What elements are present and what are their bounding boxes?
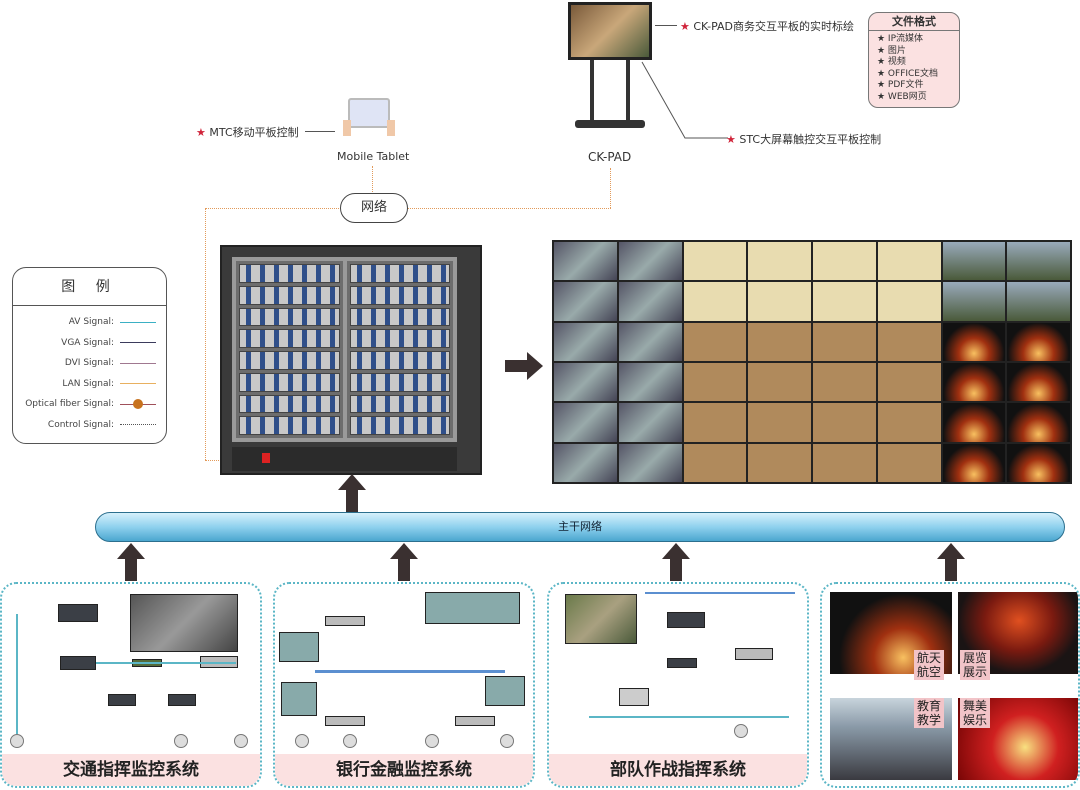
panel-label: 银行金融监控系统 — [275, 754, 533, 786]
video-wall-tile — [942, 322, 1006, 361]
video-wall-tile — [942, 443, 1006, 482]
tag-stage: 舞美 娱乐 — [960, 698, 991, 728]
backbone-network: 主干网络 — [95, 512, 1065, 542]
video-wall-tile — [618, 322, 682, 361]
video-wall-tile — [1007, 242, 1070, 281]
video-wall-tile — [748, 242, 811, 281]
panel-traffic: 交通指挥监控系统 — [0, 582, 262, 788]
video-wall-tile — [1007, 403, 1070, 442]
video-wall-tile — [1007, 282, 1070, 321]
video-wall-tile — [813, 403, 876, 442]
video-wall-tile — [1007, 322, 1070, 361]
video-wall-tile — [813, 242, 876, 281]
video-wall-tile — [813, 443, 876, 482]
video-wall-tile — [813, 322, 876, 361]
video-wall-tile — [683, 282, 747, 321]
video-wall-tile — [877, 322, 941, 361]
video-wall-tile — [683, 322, 747, 361]
hands-icon — [343, 120, 395, 136]
tag-education: 教育 教学 — [914, 698, 945, 728]
arrow-right-icon — [505, 352, 543, 380]
video-wall-tile — [683, 242, 747, 281]
legend-title: 图 例 — [13, 268, 166, 306]
legend-optical: Optical fiber Signal: — [13, 394, 166, 415]
video-wall-tile — [877, 443, 941, 482]
mobile-tablet-icon — [348, 98, 390, 128]
ckpad-note: ★ CK-PAD商务交互平板的实时标绘 — [680, 20, 855, 33]
tag-exhibition: 展览 展示 — [960, 650, 991, 680]
format-item: ★ 视频 — [877, 57, 906, 67]
tag-aerospace: 航天 航空 — [914, 650, 945, 680]
video-wall-tile — [554, 362, 617, 402]
tablet-label: Mobile Tablet — [337, 150, 410, 163]
video-wall-tile — [748, 443, 811, 482]
video-wall-tile — [554, 282, 617, 321]
video-wall-tile — [942, 403, 1006, 442]
format-item: ★ PDF文件 — [877, 80, 924, 90]
panel-label: 部队作战指挥系统 — [549, 754, 807, 786]
video-wall-tile — [877, 282, 941, 321]
video-wall-tile — [942, 362, 1006, 402]
video-wall-tile — [877, 362, 941, 402]
panel-applications: 航天 航空 展览 展示 教育 教学 舞美 娱乐 — [820, 582, 1080, 788]
video-wall-tile — [554, 242, 617, 281]
format-item: ★ WEB网页 — [877, 91, 927, 102]
video-wall-tile — [748, 282, 811, 321]
legend-av: AV Signal: — [13, 312, 166, 333]
legend-dvi: DVI Signal: — [13, 353, 166, 374]
video-wall-tile — [554, 322, 617, 361]
stc-note: ★ STC大屏幕触控交互平板控制 — [726, 133, 882, 146]
legend-control: Control Signal: — [13, 415, 166, 436]
legend-vga: VGA Signal: — [13, 333, 166, 354]
file-format-title: 文件格式 — [869, 13, 959, 31]
video-wall-tile — [942, 282, 1006, 321]
arrow-up-icon — [117, 543, 145, 581]
arrow-up-icon — [338, 474, 366, 512]
video-wall-tile — [618, 242, 682, 281]
video-wall-tile — [877, 403, 941, 442]
video-wall-tile — [748, 362, 811, 402]
legend: 图 例 AV Signal: VGA Signal: DVI Signal: L… — [12, 267, 167, 444]
network-cloud: 网络 — [340, 193, 408, 223]
file-format-box: 文件格式 ★ IP流媒体 ★ 图片 ★ 视频 ★ OFFICE文档 ★ PDF文… — [868, 12, 960, 108]
video-wall-tile — [683, 403, 747, 442]
video-wall-tile — [618, 443, 682, 482]
video-wall-tile — [554, 443, 617, 482]
video-wall-tile — [618, 362, 682, 402]
panel-label: 交通指挥监控系统 — [2, 754, 260, 786]
video-wall-tile — [748, 403, 811, 442]
video-wall-tile — [942, 242, 1006, 281]
video-wall-tile — [554, 403, 617, 442]
format-item: ★ IP流媒体 — [877, 34, 924, 44]
video-wall-tile — [748, 322, 811, 361]
video-wall-tile — [1007, 443, 1070, 482]
panel-bank: 银行金融监控系统 — [273, 582, 535, 788]
video-wall-tile — [618, 282, 682, 321]
panel-military: 部队作战指挥系统 — [547, 582, 809, 788]
mtc-note: ★ MTC移动平板控制 — [196, 126, 299, 139]
video-wall-tile — [813, 282, 876, 321]
video-wall-tile — [683, 443, 747, 482]
format-item: ★ 图片 — [877, 45, 906, 56]
ckpad-screen — [568, 2, 652, 60]
video-wall-tile — [683, 362, 747, 402]
ckpad-label: CK-PAD — [588, 150, 632, 164]
video-wall-tile — [1007, 362, 1070, 402]
arrow-up-icon — [662, 543, 690, 581]
video-wall — [552, 240, 1072, 484]
matrix-switcher — [220, 245, 482, 475]
legend-lan: LAN Signal: — [13, 374, 166, 395]
video-wall-tile — [618, 403, 682, 442]
arrow-up-icon — [937, 543, 965, 581]
format-item: ★ OFFICE文档 — [877, 68, 938, 79]
arrow-up-icon — [390, 543, 418, 581]
video-wall-tile — [877, 242, 941, 281]
video-wall-tile — [813, 362, 876, 402]
ckpad-stand — [590, 60, 630, 122]
